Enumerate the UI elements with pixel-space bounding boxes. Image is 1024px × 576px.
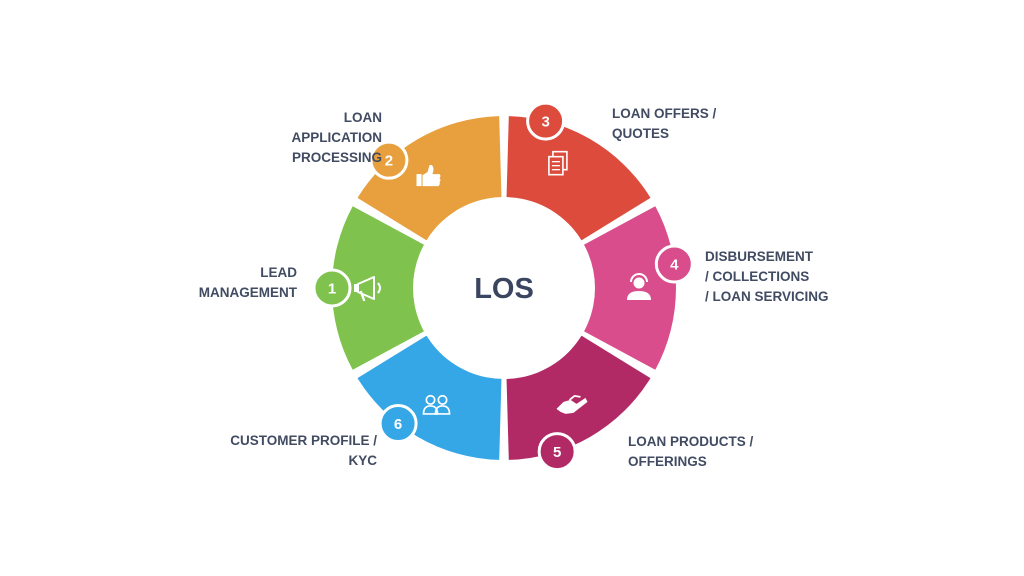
stage-5-label-line: OFFERINGS (628, 454, 707, 469)
segment-1 (332, 206, 431, 370)
icons-layer (354, 150, 651, 415)
stage-4-badge (654, 244, 694, 284)
stage-1-badge (312, 268, 352, 308)
stage-5-badge (537, 432, 577, 472)
stage-1-number: 1 (328, 281, 336, 298)
stage-1-label-line: LEAD (260, 265, 297, 280)
stage-3-label-line: QUOTES (612, 126, 670, 141)
stage-5-label: LOAN PRODUCTS / OFFERINGS (628, 432, 753, 472)
headset-agent-icon (627, 273, 651, 300)
stage-6-label-line: KYC (348, 453, 377, 468)
thumbs-up-icon (416, 164, 441, 187)
stage-2-badge (369, 140, 409, 180)
stage-6-label: CUSTOMER PROFILE / KYC (230, 431, 377, 471)
stage-1-label: LEAD MANAGEMENT (199, 263, 297, 303)
stage-4-label-line: / LOAN SERVICING (705, 289, 829, 304)
stage-3-badge (526, 101, 566, 141)
center-circle (413, 197, 595, 379)
badges-layer: 1 2 3 4 5 6 (312, 101, 694, 472)
stage-6-number: 6 (394, 416, 402, 433)
stage-3-number: 3 (541, 114, 549, 131)
stage-3-label: LOAN OFFERS / QUOTES (612, 104, 716, 144)
stage-4-label: DISBURSEMENT / COLLECTIONS / LOAN SERVIC… (705, 247, 829, 307)
segment-4 (577, 206, 676, 370)
stage-2-label-line: PROCESSING (291, 150, 382, 165)
stage-6-label-line: CUSTOMER PROFILE / (230, 433, 377, 448)
megaphone-icon (354, 276, 381, 302)
stage-2-label-line: LOAN (343, 110, 382, 125)
users-icon (422, 394, 451, 415)
stage-4-number: 4 (670, 257, 679, 274)
stage-3-label-line: LOAN OFFERS / (612, 106, 717, 121)
handshake-icon (556, 394, 588, 414)
stage-2-label-line: APPLICATION (291, 130, 383, 145)
stage-2-label: LOAN APPLICATION PROCESSING (292, 108, 383, 168)
stage-1-label-line: MANAGEMENT (198, 285, 297, 300)
stage-2-number: 2 (385, 153, 393, 170)
stage-4-label-line: DISBURSEMENT (705, 249, 814, 264)
documents-icon (548, 150, 568, 176)
stage-6-badge (378, 404, 418, 444)
stage-5-number: 5 (553, 444, 561, 461)
stage-4-label-line: / COLLECTIONS (705, 269, 810, 284)
center-title: LOS (474, 273, 534, 305)
stage-5-label-line: LOAN PRODUCTS / (628, 434, 754, 449)
